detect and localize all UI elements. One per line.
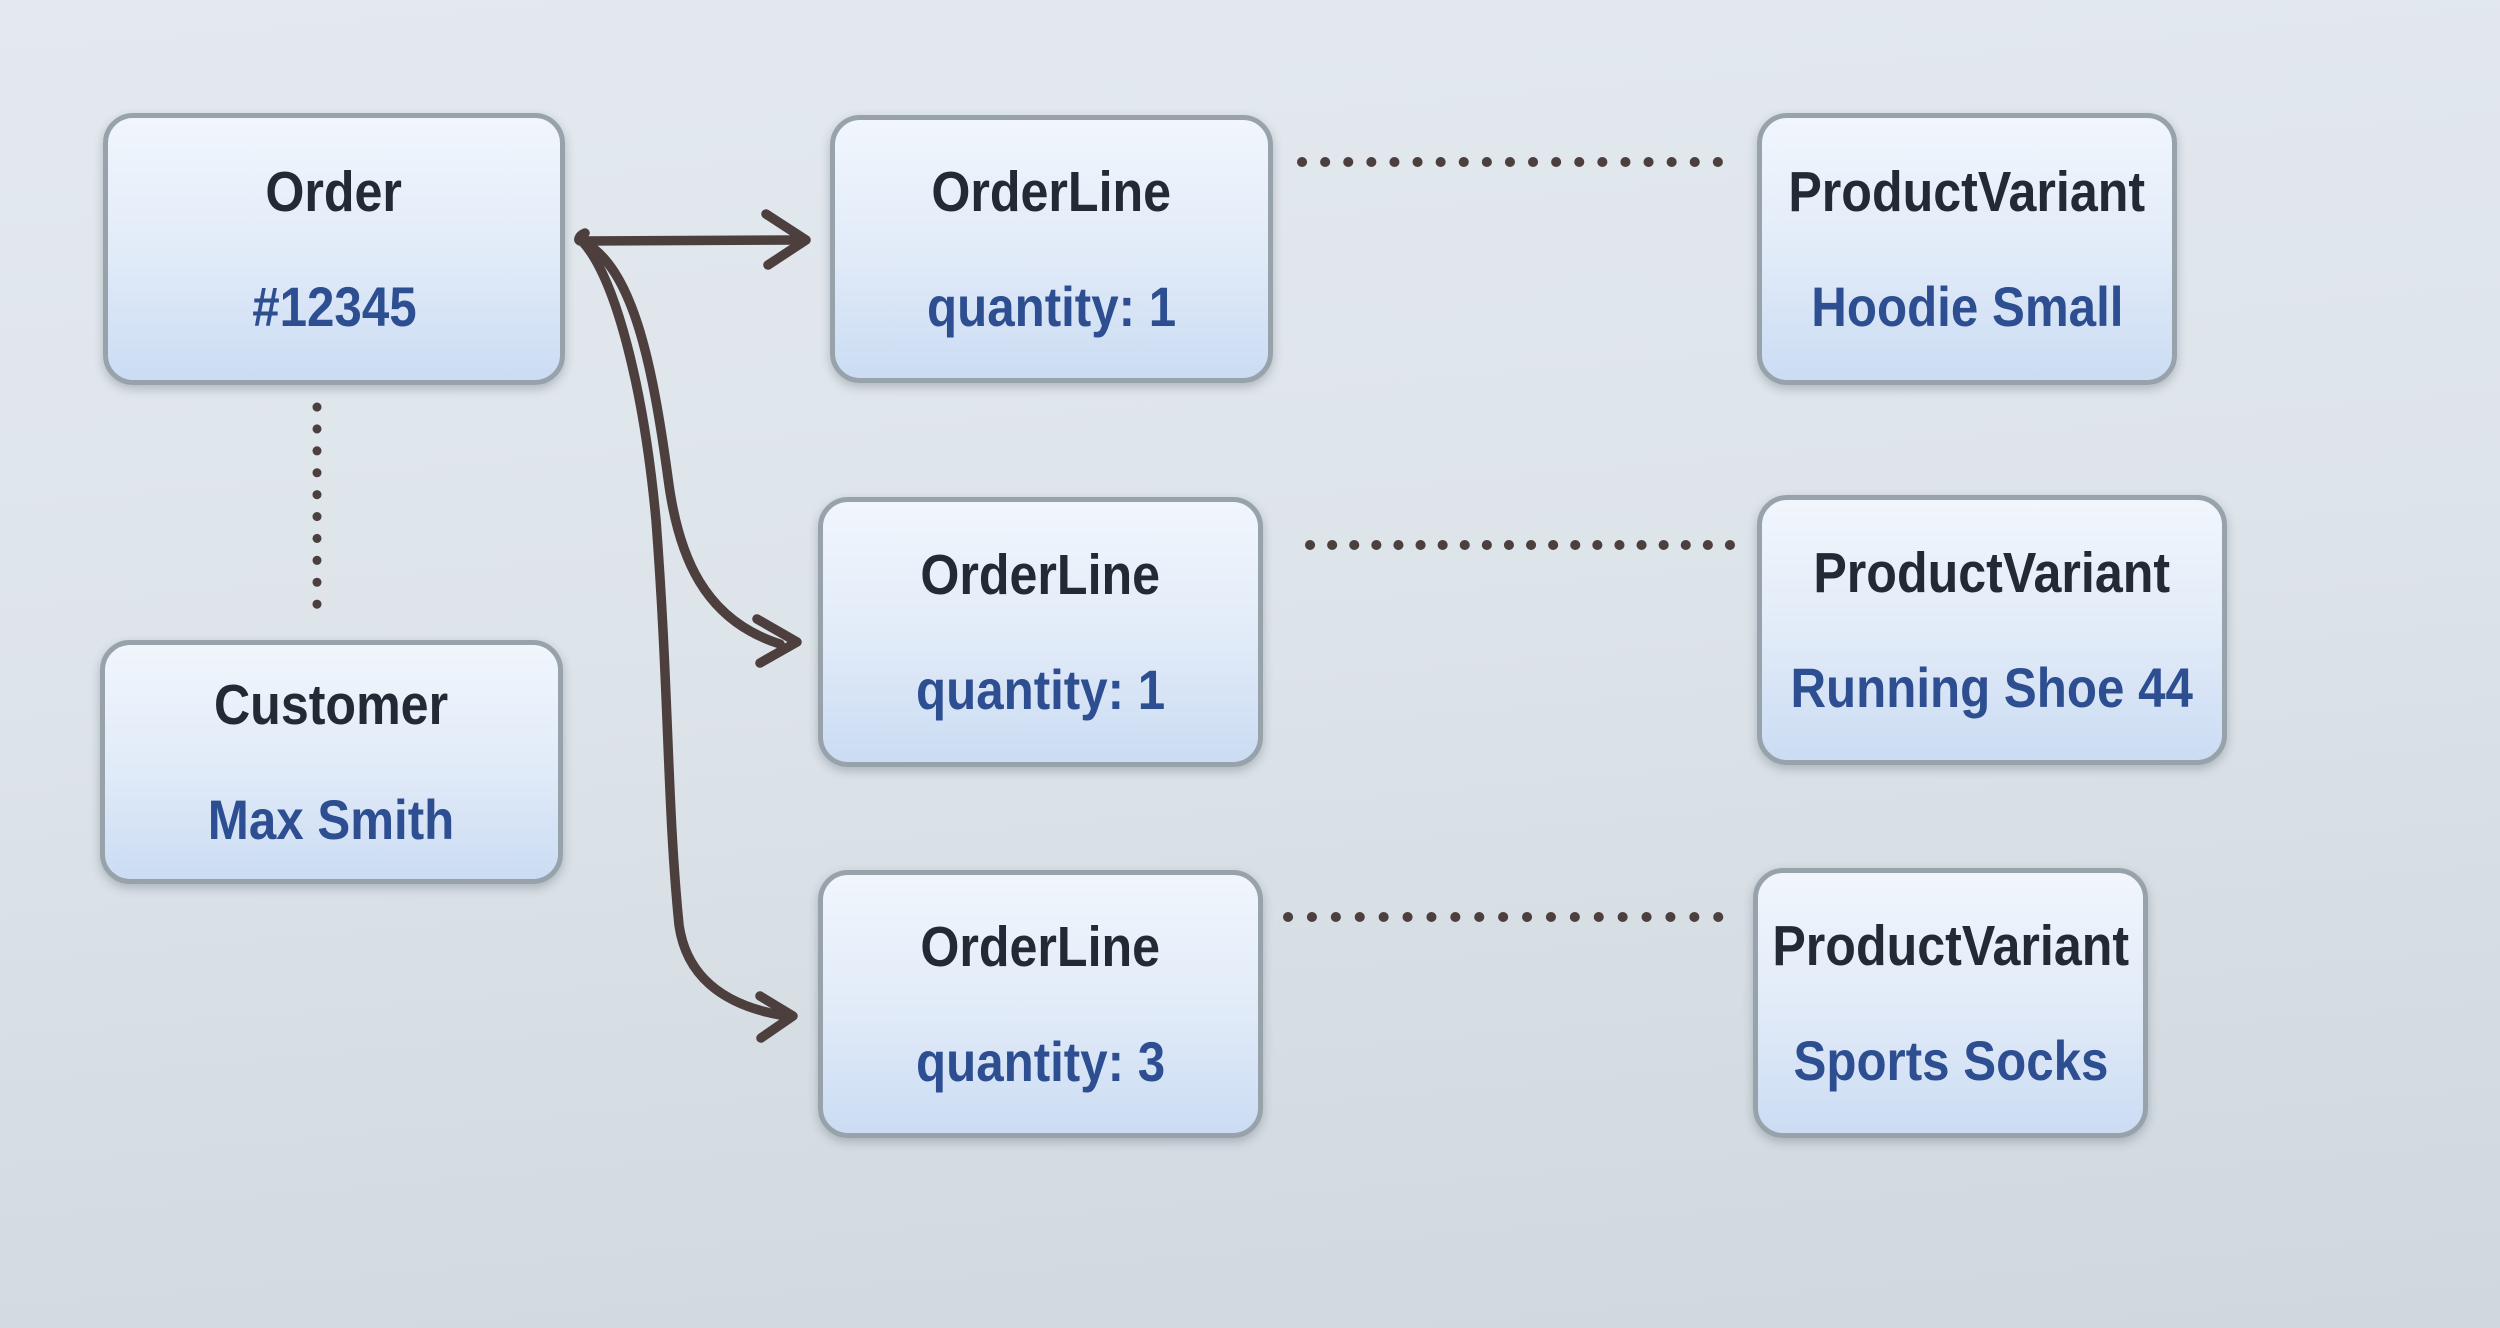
entity-orderline-1-type: OrderLine — [931, 159, 1172, 224]
entity-productvariant-1: ProductVariant Hoodie Small — [1757, 113, 2177, 385]
entity-productvariant-2-type: ProductVariant — [1813, 540, 2171, 605]
entity-productvariant-3: ProductVariant Sports Socks — [1753, 868, 2148, 1138]
entity-orderline-2-value: quantity: 1 — [915, 657, 1166, 721]
entity-orderline-2-type: OrderLine — [920, 542, 1161, 607]
entity-productvariant-1-type: ProductVariant — [1788, 159, 2146, 224]
entity-productvariant-1-value: Hoodie Small — [1810, 274, 2124, 338]
entity-order-value: #12345 — [251, 274, 417, 338]
entity-productvariant-3-type: ProductVariant — [1772, 913, 2129, 978]
entity-orderline-3: OrderLine quantity: 3 — [818, 870, 1263, 1138]
entity-productvariant-2: ProductVariant Running Shoe 44 — [1757, 495, 2227, 765]
entity-productvariant-2-value: Running Shoe 44 — [1790, 655, 2194, 719]
entity-order-type: Order — [265, 159, 403, 224]
entity-customer-value: Max Smith — [208, 787, 455, 851]
entity-orderline-1: OrderLine quantity: 1 — [830, 115, 1273, 383]
entity-orderline-3-type: OrderLine — [920, 914, 1161, 979]
entity-orderline-2: OrderLine quantity: 1 — [818, 497, 1263, 767]
entity-productvariant-3-value: Sports Socks — [1793, 1028, 2108, 1092]
entity-orderline-3-value: quantity: 3 — [915, 1029, 1166, 1093]
arrow-order-to-orderline-3 — [577, 236, 798, 1043]
entity-customer: Customer Max Smith — [100, 640, 563, 884]
entity-customer-type: Customer — [214, 672, 449, 737]
entity-orderline-1-value: quantity: 1 — [926, 274, 1177, 338]
arrow-order-to-orderline-1 — [574, 209, 811, 270]
arrow-order-to-orderline-2 — [577, 236, 802, 668]
entity-order: Order #12345 — [103, 113, 565, 385]
